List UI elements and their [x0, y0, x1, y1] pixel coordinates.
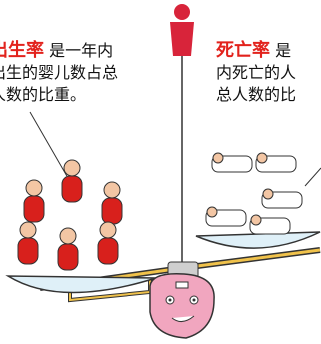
- death-rate-line1: 死亡率 是: [216, 40, 296, 62]
- right-pan: [195, 231, 321, 249]
- birth-rate-line3: 人数的比重。: [0, 85, 87, 104]
- birth-rate-caption: 出生率 是一年内 出生的婴儿数占总 人数的比重。: [0, 40, 118, 106]
- birth-rate-line2: 出生的婴儿数占总: [0, 63, 119, 82]
- birth-rate-term: 出生率: [0, 40, 44, 61]
- death-rate-caption: 死亡率 是 内死亡的人 总人数的比: [216, 40, 296, 106]
- birth-rate-line1: 出生率 是一年内: [0, 40, 118, 62]
- death-rate-line2: 内死亡的人: [216, 63, 297, 82]
- pink-character: [149, 273, 215, 339]
- babies-group: [17, 159, 123, 271]
- death-rate-term: 死亡率: [216, 40, 270, 61]
- death-rate-line1-rest: 是: [270, 41, 292, 60]
- death-rate-line3: 总人数的比: [216, 85, 297, 104]
- left-pan: [5, 275, 157, 294]
- birth-rate-line1-rest: 是一年内: [44, 41, 114, 60]
- deceased-figures-group: [205, 152, 303, 235]
- pointer-figure: [170, 4, 194, 268]
